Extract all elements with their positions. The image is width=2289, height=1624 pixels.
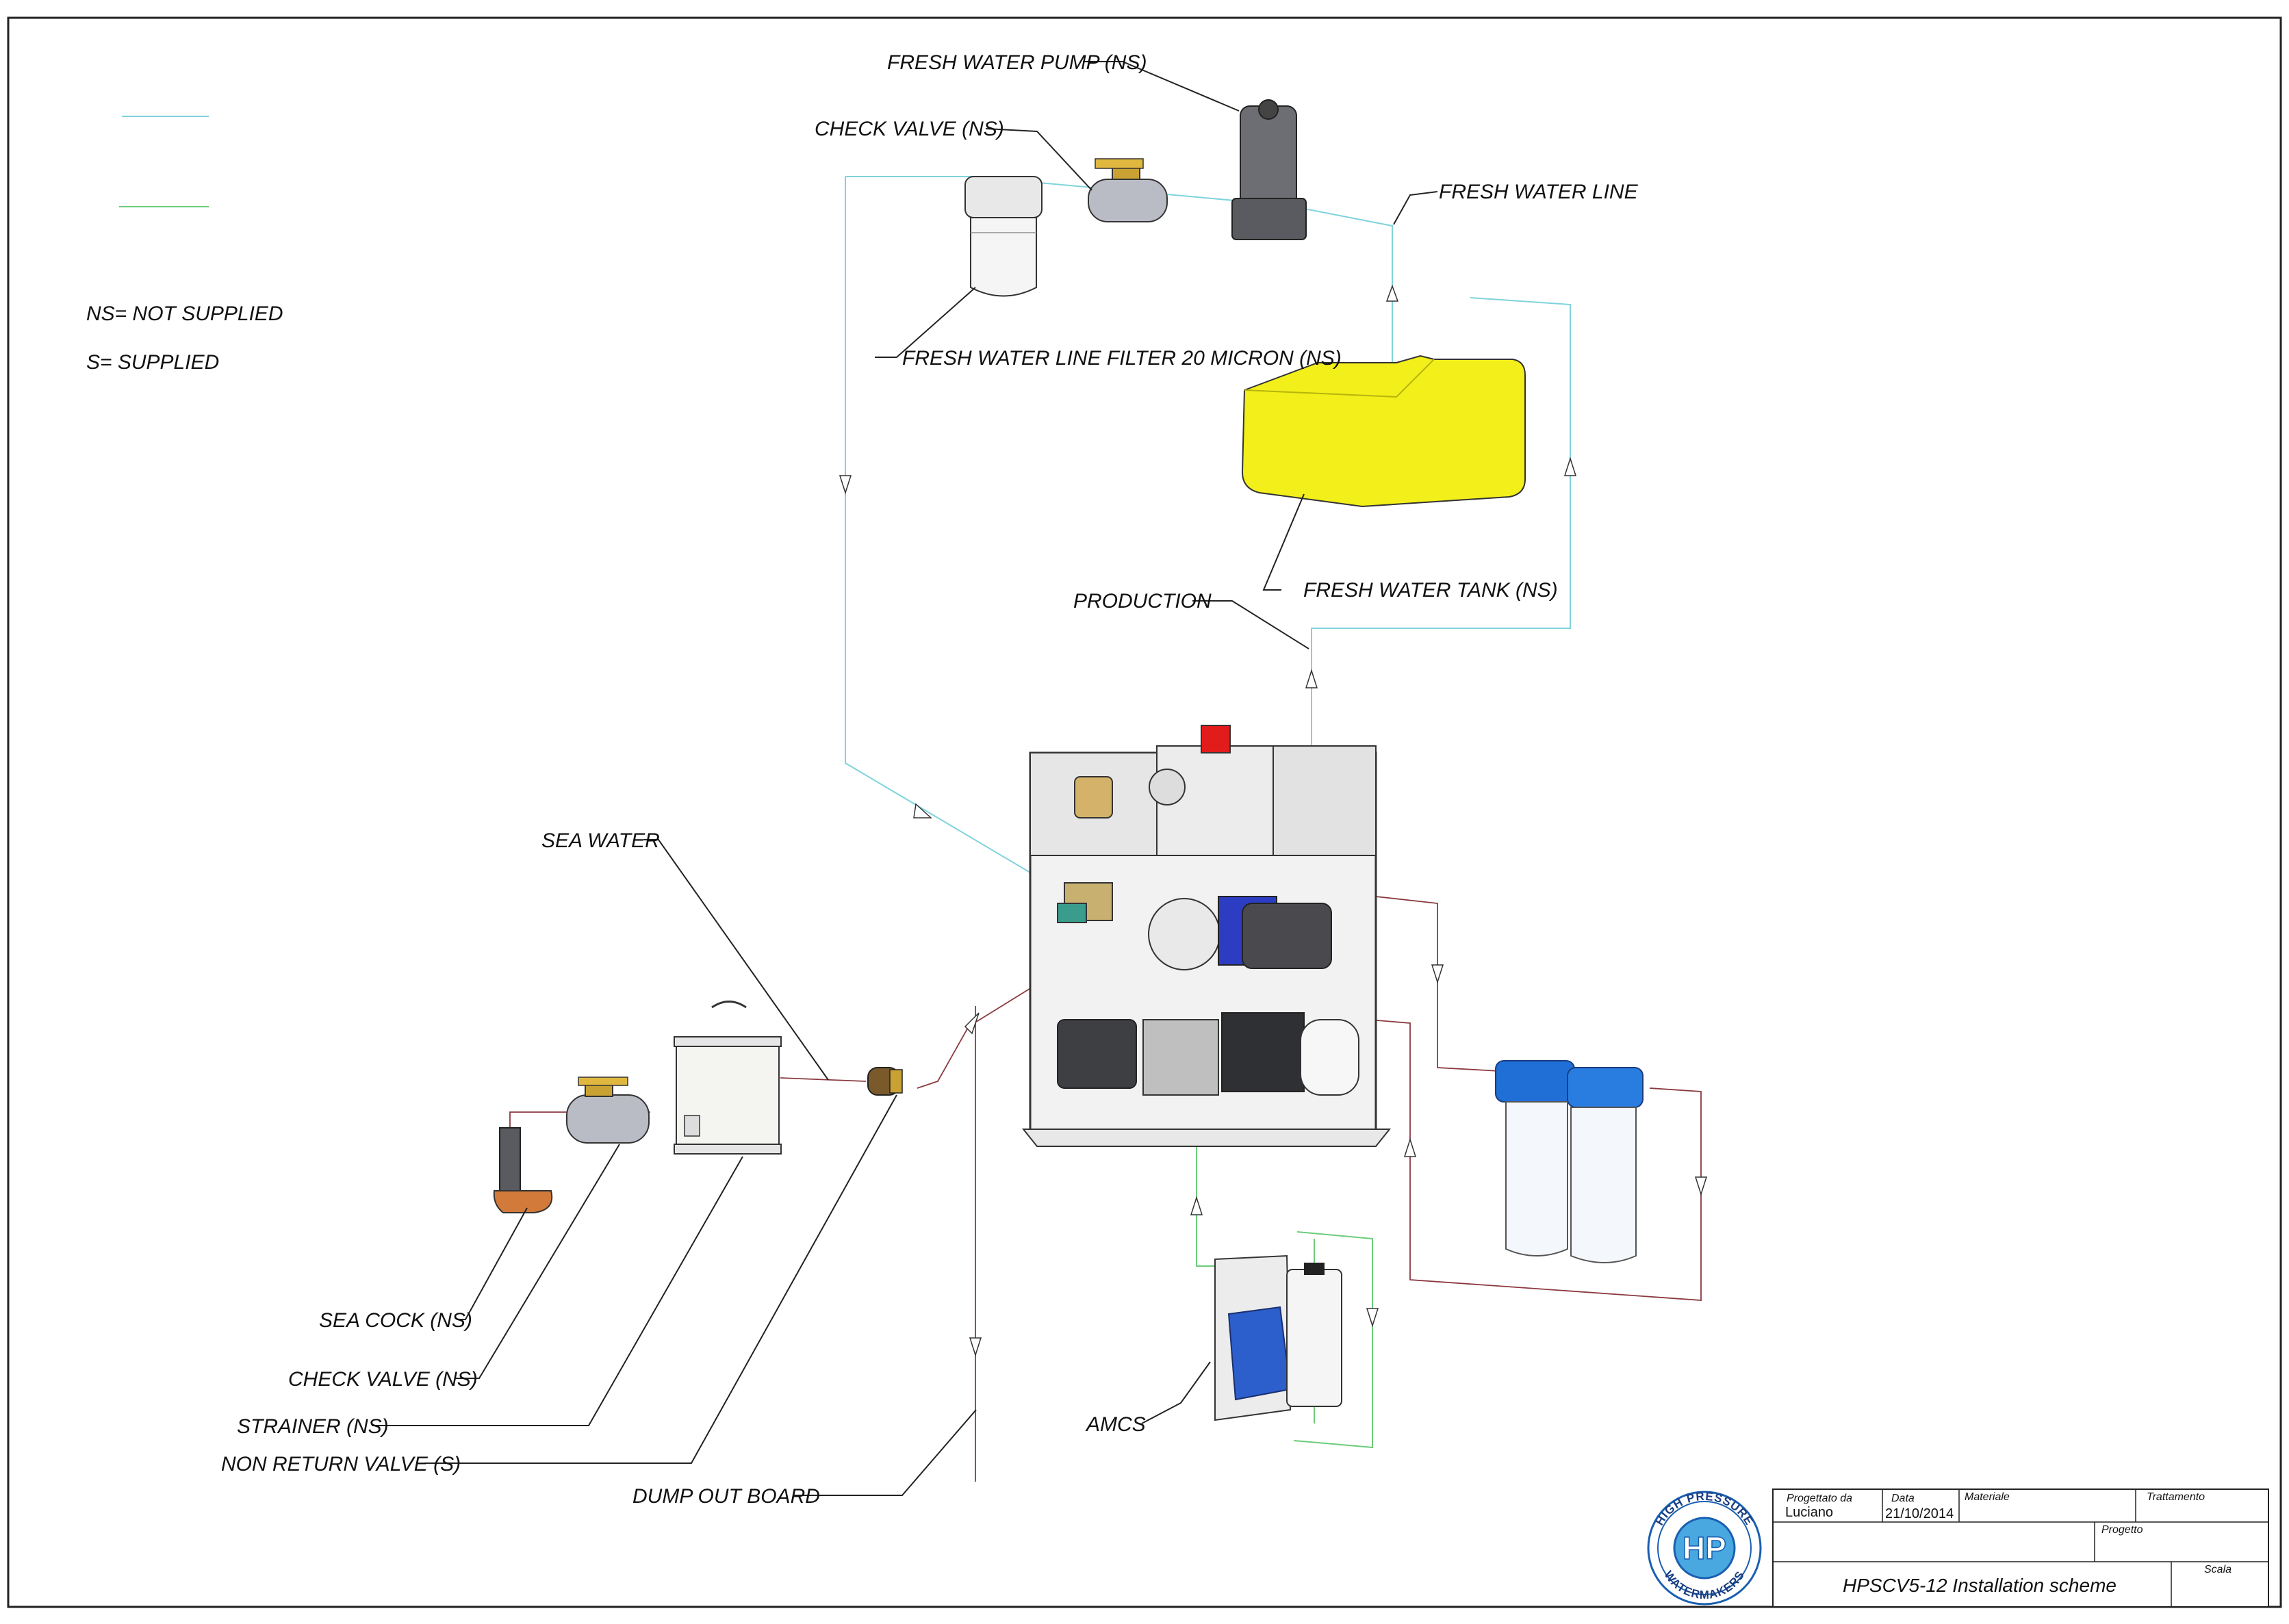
- flow-arrow: [964, 1012, 980, 1035]
- drawing-title: HPSCV5-12 Installation scheme: [1843, 1575, 2117, 1596]
- material-label: Materiale: [1965, 1491, 2010, 1503]
- flow-arrow: [1366, 1308, 1379, 1328]
- amcs-unit: [1214, 1254, 1342, 1421]
- label-non-return-valve: NON RETURN VALVE (S): [221, 1453, 461, 1475]
- fresh-water-filter: [964, 176, 1043, 297]
- label-sea-cock: SEA COCK (NS): [319, 1309, 472, 1332]
- strainer: [674, 1001, 782, 1155]
- flow-arrow: [1403, 1137, 1417, 1157]
- company-logo: HIGH PRESSURE WATERMAKERS HP: [1647, 1490, 1762, 1606]
- fresh-water-tank: [1241, 355, 1526, 508]
- sheet-border: [7, 16, 2282, 1608]
- label-fw-filter: FRESH WATER LINE FILTER 20 MICRON (NS): [902, 347, 1342, 370]
- label-strainer: STRAINER (NS): [237, 1415, 389, 1438]
- label-fresh-water-pump: FRESH WATER PUMP (NS): [887, 51, 1147, 74]
- label-fresh-water-line: FRESH WATER LINE: [1439, 181, 1639, 203]
- treatment-label: Trattamento: [2147, 1491, 2205, 1503]
- logo-letters: HP: [1683, 1530, 1726, 1566]
- designed-by: Luciano: [1785, 1505, 1833, 1520]
- date: 21/10/2014: [1885, 1506, 1954, 1521]
- non-return-valve: [867, 1067, 903, 1096]
- scale-label: Scala: [2204, 1564, 2232, 1575]
- title-block: Progettato da Luciano Data 21/10/2014 Ma…: [1647, 1488, 2269, 1608]
- leader-lines: [372, 61, 1438, 1496]
- label-production: PRODUCTION: [1073, 590, 1212, 613]
- legend-s-note: S= SUPPLIED: [86, 351, 219, 374]
- label-fresh-water-tank: FRESH WATER TANK (NS): [1303, 579, 1558, 602]
- flow-arrow: [1431, 964, 1444, 984]
- check-valve-bottom: [566, 1077, 650, 1144]
- label-check-valve-top: CHECK VALVE (NS): [815, 118, 1004, 140]
- flow-arrow: [1385, 284, 1399, 302]
- project-label: Progetto: [2101, 1524, 2143, 1536]
- flow-arrow: [839, 475, 852, 495]
- legend-ns-note: NS= NOT SUPPLIED: [86, 302, 283, 325]
- flow-arrow: [1563, 456, 1577, 476]
- watermaker-unit: [1021, 725, 1392, 1147]
- fresh-water-piping: [839, 176, 1577, 873]
- date-label: Data: [1891, 1493, 1915, 1504]
- label-sea-water: SEA WATER: [541, 829, 660, 852]
- flow-arrow: [913, 803, 932, 819]
- sea-cock: [493, 1127, 553, 1213]
- label-check-valve-bottom: CHECK VALVE (NS): [288, 1368, 478, 1391]
- fresh-water-pump: [1231, 99, 1307, 240]
- flow-arrow: [1190, 1196, 1203, 1215]
- label-dump-out-board: DUMP OUT BOARD: [632, 1485, 820, 1508]
- flow-arrow: [1694, 1176, 1708, 1196]
- flow-arrow: [1305, 669, 1318, 688]
- designed-by-label: Progettato da: [1787, 1493, 1852, 1504]
- label-amcs: AMCS: [1085, 1413, 1146, 1436]
- check-valve-top: [1088, 158, 1168, 222]
- flow-arrow: [969, 1337, 982, 1357]
- prefilters: [1495, 1060, 1644, 1263]
